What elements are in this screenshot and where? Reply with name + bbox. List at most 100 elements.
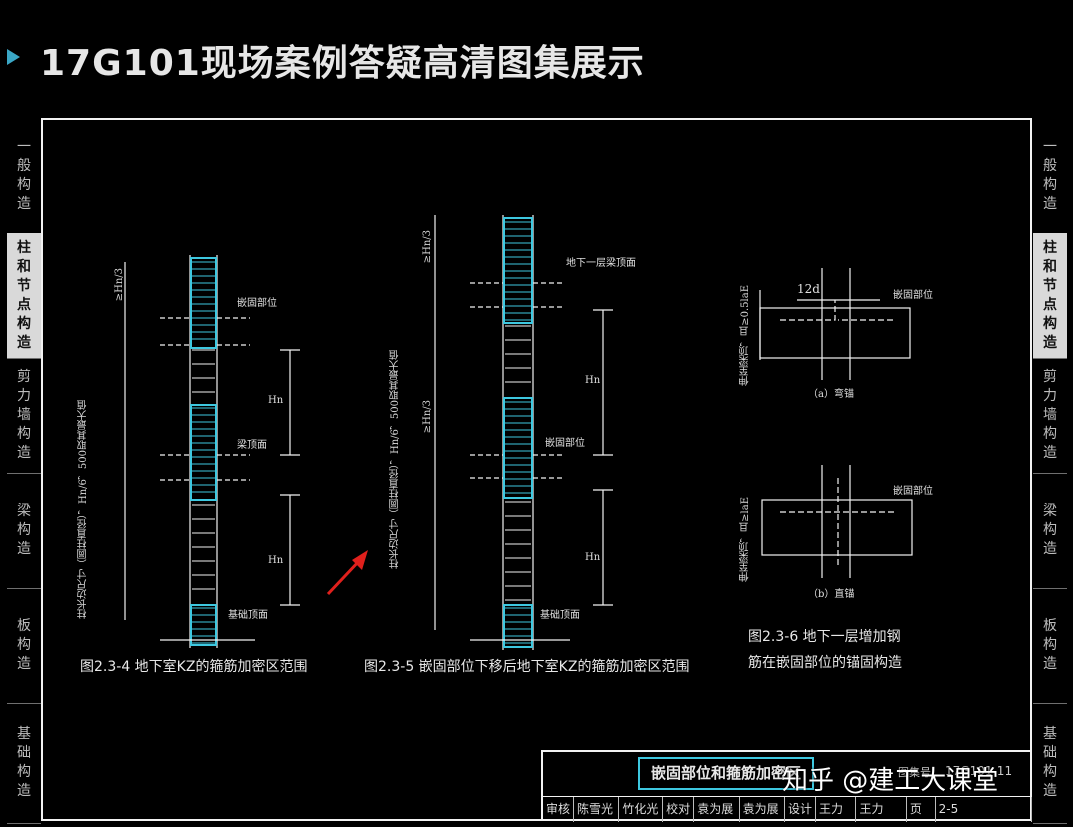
fig1-column [189,255,218,648]
title-block-cell: 校对 [663,797,695,822]
chapter-tab-char: 构 [1043,637,1057,653]
right-chapter-tabs: 一般构造柱和节点构造剪力墙构造梁构造板构造基础构造 [1033,118,1067,827]
fig1-embed-label: 嵌固部位 [237,298,277,309]
fig3b-la-label: 伸至梁顶，且≥laE [740,497,751,582]
chapter-tab-char: 构 [1043,315,1057,332]
chapter-tab-char: 构 [17,637,31,653]
title-block-cell: 竹化光 [619,797,664,822]
fig3-caption-line2: 筋在嵌固部位的锚固构造 [748,655,902,671]
title-block-cell: 审核 [543,797,574,822]
title-block: 嵌固部位和箍筋加密区 图集号 17G101-11 审核陈雪光竹化光校对袁为展袁为… [541,750,1032,822]
chapter-tab-char: 墙 [17,407,31,423]
chapter-tab-char: 础 [17,745,31,761]
fig2-hn3b-label: ≥Hn/3 [422,400,433,434]
chapter-tab-char: 基 [17,726,31,742]
chapter-tab-char: 造 [17,656,31,672]
page-header: 17G101现场案例答疑高清图集展示 [0,0,1073,110]
chapter-tab-char: 造 [1043,195,1057,212]
fig3b-sub-caption: （b）直锚 [808,589,855,600]
fig1-beam-top-label: 梁顶面 [237,440,267,451]
fig1-side-note: 柱长边尺寸（圆柱直径），Hn/6，500取其最大值 [78,400,89,619]
chapter-tab-char: 点 [1043,296,1057,313]
fig1-caption: 图2.3-4 地下室KZ的箍筋加密区范围 [80,659,308,675]
chapter-tab-char: 梁 [1043,503,1057,519]
chapter-tab-1[interactable]: 一般构造 [1033,118,1067,234]
chapter-tab-char: 造 [17,783,31,799]
chapter-tab-char: 构 [1043,522,1057,538]
chapter-tab-char: 造 [1043,783,1057,799]
chapter-tab-char: 节 [17,277,31,294]
chapter-tab-char: 柱 [1043,239,1057,256]
chapter-tab-char: 和 [17,258,31,275]
title-block-cell: 袁为展 [694,797,740,822]
chapter-tab-char: 剪 [17,369,31,385]
chapter-tab-2[interactable]: 柱和节点构造 [1033,233,1067,359]
chapter-tab-2[interactable]: 柱和节点构造 [7,233,41,359]
drawing-frame [41,118,1032,821]
chapter-tab-3[interactable]: 剪力墙构造 [7,358,41,474]
chapter-tab-5[interactable]: 板构造 [7,588,41,704]
fig2-column [502,215,534,650]
chapter-tab-char: 造 [17,541,31,557]
chapter-tab-char: 般 [1043,157,1057,174]
chapter-tab-char: 造 [17,195,31,212]
chapter-tab-char: 板 [17,618,31,634]
fig3b-embed-label: 嵌固部位 [893,486,933,497]
chapter-tab-6[interactable]: 基础构造 [7,703,41,824]
atlas-number: 17G101-11 [945,764,1013,778]
chapter-tab-char: 构 [17,764,31,780]
fig3a-la-label: 伸至梁顶，且≥0.5laE [740,285,751,386]
fig2-embed-label: 嵌固部位 [545,438,585,449]
chapter-tab-char: 构 [17,522,31,538]
chapter-tab-char: 力 [17,388,31,404]
chapter-tab-4[interactable]: 梁构造 [1033,473,1067,589]
chapter-tab-6[interactable]: 基础构造 [1033,703,1067,824]
fig2-hn-label-1: Hn [585,375,601,386]
chapter-tab-char: 点 [17,296,31,313]
fig1-hn3-label: ≥Hn/3 [114,268,125,302]
title-block-cell: 页 [907,797,936,822]
chapter-tab-char: 基 [1043,726,1057,742]
fig2-side-note: 柱长边尺寸（圆柱直径），Hn/6，500取其最大值 [390,350,401,569]
chapter-tab-char: 墙 [1043,407,1057,423]
title-block-title: 嵌固部位和箍筋加密区 [638,757,814,790]
left-chapter-tabs: 一般构造柱和节点构造剪力墙构造梁构造板构造基础构造 [7,118,41,827]
chapter-tab-char: 造 [1043,334,1057,351]
fig3a-sub-caption: （a）弯锚 [808,389,854,400]
chapter-tab-char: 构 [17,315,31,332]
fig2-hn3a-label: ≥Hn/3 [422,230,433,264]
chapter-tab-char: 构 [17,426,31,442]
red-arrow-icon [326,550,368,596]
page-title: 17G101现场案例答疑高清图集展示 [40,43,645,84]
fig3-caption-line1: 图2.3-6 地下一层增加钢 [748,629,901,645]
chapter-tab-char: 梁 [17,503,31,519]
fig2-hn-label-2: Hn [585,552,601,563]
chapter-tab-3[interactable]: 剪力墙构造 [1033,358,1067,474]
chapter-tab-char: 构 [1043,426,1057,442]
chapter-tab-char: 构 [1043,764,1057,780]
fig1-base-top-label: 基础顶面 [228,610,268,621]
chapter-tab-4[interactable]: 梁构造 [7,473,41,589]
chapter-tab-char: 造 [1043,541,1057,557]
fig3-dim-12d: 12d [797,282,820,296]
title-block-cell: 王力 [816,797,857,822]
chapter-tab-char: 板 [1043,618,1057,634]
chapter-tab-char: 构 [17,176,31,193]
title-block-cell: 袁为展 [740,797,786,822]
chapter-tab-char: 造 [1043,656,1057,672]
fig1-hn-label-1: Hn [268,395,284,406]
bullet-arrow-icon [7,49,20,65]
title-block-cell: 陈雪光 [574,797,620,822]
chapter-tab-char: 和 [1043,258,1057,275]
title-block-cell: 2-5 [936,797,1032,822]
chapter-tab-char: 造 [1043,445,1057,461]
chapter-tab-char: 剪 [1043,369,1057,385]
chapter-tab-char: 柱 [17,239,31,256]
fig2-caption: 图2.3-5 嵌固部位下移后地下室KZ的箍筋加密区范围 [364,659,690,675]
fig2-base-top-label: 基础顶面 [540,610,580,621]
chapter-tab-5[interactable]: 板构造 [1033,588,1067,704]
chapter-tab-char: 构 [1043,176,1057,193]
chapter-tab-1[interactable]: 一般构造 [7,118,41,234]
